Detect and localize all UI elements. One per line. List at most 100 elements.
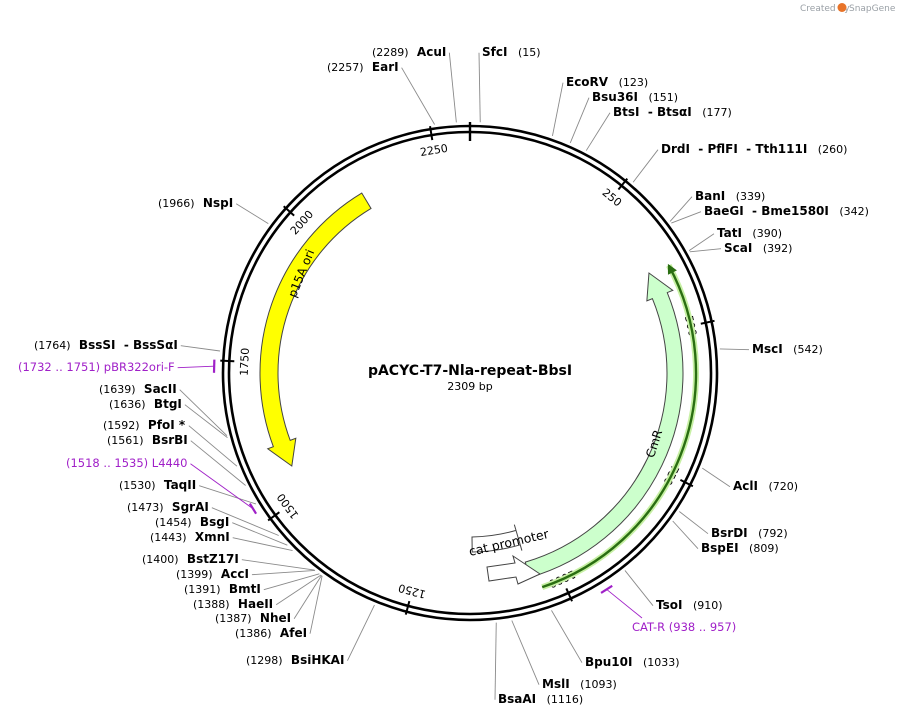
plasmid-name: pACYC-T7-Nla-repeat-BbsI	[368, 363, 572, 379]
enzyme-label: BtsI - BtsαI (177)	[613, 105, 732, 119]
enzyme-site-nhei[interactable]: (1387) NheI	[215, 575, 322, 625]
snapgene-logo-icon	[837, 3, 847, 12]
enzyme-label: (1454) BsgI	[155, 515, 229, 529]
enzyme-leader-line	[719, 348, 750, 351]
tick-label: 1750	[238, 348, 252, 377]
primer-label: (1732 .. 1751) pBR322ori-F	[18, 360, 175, 374]
enzyme-site-bsgi[interactable]: (1454) BsgI	[155, 515, 288, 546]
enzyme-leader-line	[688, 233, 715, 251]
enzyme-label: BaeGI - Bme1580I (342)	[704, 204, 869, 218]
enzyme-label: MscI (542)	[752, 342, 823, 356]
tick-label: 250	[600, 186, 625, 209]
enzyme-site-scai[interactable]: ScaI (392)	[689, 241, 793, 255]
enzyme-leader-line	[448, 52, 457, 123]
feature-cat-promoter-arrow[interactable]	[486, 554, 542, 585]
enzyme-site-eari[interactable]: (2257) EarI	[327, 60, 435, 125]
enzyme-leader-line	[671, 211, 702, 224]
enzyme-leader-line	[347, 604, 375, 661]
primer-catr[interactable]: CAT-R (938 .. 957)	[600, 584, 736, 634]
enzyme-site-nspi[interactable]: (1966) NspI	[158, 196, 269, 225]
enzyme-site-xmni[interactable]: (1443) XmnI	[150, 530, 293, 551]
enzyme-site-taqii[interactable]: (1530) TaqII	[119, 478, 257, 505]
enzyme-site-bsu36i[interactable]: Bsu36I (151)	[569, 90, 678, 144]
primer-pbr322orif[interactable]: (1732 .. 1751) pBR322ori-F	[18, 359, 216, 374]
enzyme-site-bsrdi[interactable]: BsrDI (792)	[679, 511, 788, 540]
enzyme-leader-line	[235, 203, 269, 225]
enzyme-site-bsssi[interactable]: (1764) BssSI - BssSαI	[34, 338, 221, 352]
enzyme-leader-line	[569, 97, 590, 144]
feature-p15a-ori[interactable]	[259, 192, 372, 467]
enzyme-label: (1473) SgrAI	[127, 500, 209, 514]
feature-cat-promoter[interactable]	[471, 524, 523, 553]
tick-mark	[220, 359, 235, 363]
enzyme-site-ecorv[interactable]: EcoRV (123)	[552, 75, 648, 137]
enzyme-site-bsrbi[interactable]: (1561) BsrBI	[107, 433, 246, 486]
enzyme-leader-line	[232, 522, 288, 546]
enzyme-site-sfci[interactable]: SfcI (15)	[478, 45, 541, 123]
enzyme-site-bsihkai[interactable]: (1298) BsiHKAI	[246, 604, 375, 667]
enzyme-leader-line	[632, 149, 659, 183]
enzyme-leader-line	[275, 574, 322, 606]
enzyme-leader-line	[672, 520, 699, 550]
enzyme-leader-line	[251, 570, 316, 576]
enzyme-label: (1443) XmnI	[150, 530, 230, 544]
enzyme-site-afei[interactable]: (1386) AfeI	[235, 575, 323, 640]
enzyme-site-bpu10i[interactable]: Bpu10I (1033)	[551, 610, 680, 669]
enzyme-site-sgrai[interactable]: (1473) SgrAI	[127, 500, 279, 536]
enzyme-site-tati[interactable]: TatI (390)	[688, 226, 782, 251]
tick-mark	[617, 178, 629, 191]
enzyme-site-tsoi[interactable]: TsoI (910)	[624, 570, 723, 612]
tick-label: 1250	[397, 581, 427, 601]
enzyme-leader-line	[180, 345, 221, 352]
primer-leader-line	[177, 365, 215, 369]
enzyme-label: EcoRV (123)	[566, 75, 648, 89]
enzyme-leader-line	[188, 425, 238, 467]
tick-mark	[565, 588, 573, 602]
enzyme-label: (1388) HaeII	[193, 597, 273, 611]
enzyme-label: (2257) EarI	[327, 60, 399, 74]
enzyme-label: (1530) TaqII	[119, 478, 196, 492]
primer-l4440[interactable]: (1518 .. 1535) L4440	[66, 456, 258, 515]
enzyme-leader-line	[293, 575, 322, 619]
primer-sites: (1732 .. 1751) pBR322ori-F (1518 .. 1535)…	[18, 359, 736, 634]
enzyme-site-sacii[interactable]: (1639) SacII	[99, 382, 228, 437]
enzyme-site-drdi[interactable]: DrdI - PflFI - Tth111I (260)	[632, 142, 847, 183]
enzyme-site-msli[interactable]: MslI (1093)	[511, 620, 617, 691]
tick-mark	[429, 126, 434, 141]
enzyme-site-acui[interactable]: (2289) AcuI	[372, 45, 457, 123]
primer-bar	[248, 503, 258, 515]
enzyme-site-bmti[interactable]: (1391) BmtI	[184, 573, 320, 596]
feature-label-cat-promoter: cat promoter	[467, 526, 551, 559]
enzyme-leader-line	[669, 196, 693, 222]
enzyme-site-haeii[interactable]: (1388) HaeII	[193, 574, 322, 611]
enzyme-leader-line	[679, 511, 709, 535]
enzyme-leader-line	[232, 537, 293, 551]
enzyme-label: DrdI - PflFI - Tth111I (260)	[661, 142, 847, 156]
enzyme-site-btgi[interactable]: (1636) BtgI	[109, 397, 228, 439]
enzyme-site-btsi[interactable]: BtsI - BtsαI (177)	[585, 105, 732, 151]
enzyme-site-acli[interactable]: AclI (720)	[702, 467, 798, 493]
enzyme-label: (1966) NspI	[158, 196, 233, 210]
enzyme-site-pfoi[interactable]: (1592) PfoI *	[103, 418, 238, 467]
enzyme-label: (1639) SacII	[99, 382, 177, 396]
enzyme-site-bstz17i[interactable]: (1400) BstZ17I	[142, 552, 315, 571]
enzyme-site-bspei[interactable]: BspEI (809)	[672, 520, 779, 555]
enzyme-site-acci[interactable]: (1399) AccI	[176, 567, 316, 581]
enzyme-site-bsaai[interactable]: BsaAI (1116)	[494, 622, 583, 706]
enzyme-site-bani[interactable]: BanI (339)	[669, 189, 765, 222]
enzyme-sites: (2289) AcuI(2257) EarI SfcI (15) EcoRV (12…	[34, 45, 869, 706]
enzyme-leader-line	[190, 440, 246, 486]
tick-label: 2250	[419, 142, 449, 159]
cmr-orf-arrow-icon	[667, 263, 677, 275]
feature-cmr[interactable]	[524, 272, 684, 579]
enzyme-leader-line	[211, 507, 279, 536]
enzyme-site-msci[interactable]: MscI (542)	[719, 342, 823, 356]
enzyme-site-baegi[interactable]: BaeGI - Bme1580I (342)	[671, 204, 869, 224]
primer-leader-line	[190, 463, 254, 510]
tick-label: 1500	[274, 491, 301, 521]
enzyme-label: BspEI (809)	[701, 541, 779, 555]
enzyme-leader-line	[241, 559, 315, 571]
enzyme-label: (1561) BsrBI	[107, 433, 188, 447]
enzyme-leader-line	[494, 622, 497, 700]
